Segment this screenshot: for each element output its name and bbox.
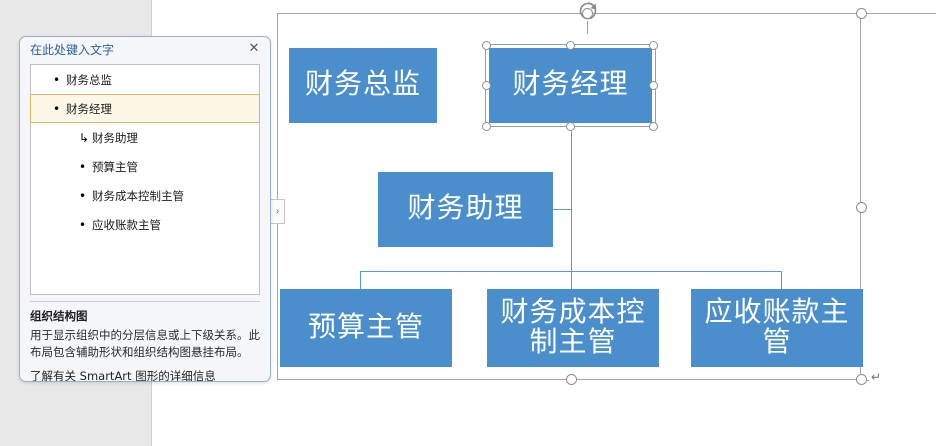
paragraph-mark: ↵ — [871, 370, 882, 384]
frame-handle-top-center[interactable] — [582, 8, 593, 19]
text-pane-description: 组织结构图 用于显示组织中的分层信息或上下级关系。此布局包含辅助形状和组织结构图… — [30, 301, 260, 381]
text-pane-title: 在此处键入文字 — [30, 43, 115, 57]
frame-handle-middle-right[interactable] — [856, 202, 867, 213]
text-pane-item-finance-assistant[interactable]: ↳ 财务助理 — [31, 123, 259, 152]
bullet-icon: • — [79, 188, 87, 203]
node-handle-top-right[interactable] — [649, 41, 658, 50]
hanging-bullet-icon: ↳ — [79, 130, 90, 145]
frame-handle-bottom-center[interactable] — [566, 374, 577, 385]
smartart-node-finance-director[interactable]: 财务总监 — [289, 48, 437, 123]
connector-manager-trunk — [571, 131, 572, 289]
text-pane-item-budget-supervisor[interactable]: • 预算主管 — [31, 152, 259, 181]
text-pane-item-receivable-supervisor[interactable]: • 应收账款主管 — [31, 210, 259, 239]
text-pane-item-label: 财务成本控制主管 — [92, 188, 184, 203]
text-pane-item-label: 预算主管 — [92, 159, 138, 174]
connector-drop-receivable — [781, 271, 782, 289]
smartart-help-link[interactable]: 了解有关 SmartArt 图形的详细信息 — [30, 369, 216, 382]
frame-extension-top — [861, 13, 936, 14]
smartart-text-pane[interactable]: 在此处键入文字 ✕ • 财务总监 • 财务经理 ↳ 财务助理 • 预算主管 • — [19, 36, 271, 382]
text-pane-item-cost-control-supervisor[interactable]: • 财务成本控制主管 — [31, 181, 259, 210]
close-icon[interactable]: ✕ — [248, 40, 260, 55]
node-handle-bottom-right[interactable] — [649, 122, 658, 131]
description-body: 用于显示组织中的分层信息或上下级关系。此布局包含辅助形状和组织结构图悬挂布局。 — [30, 328, 260, 359]
rotate-handle-stem — [587, 21, 588, 34]
smartart-node-finance-assistant[interactable]: 财务助理 — [378, 172, 553, 247]
node-handle-middle-left[interactable] — [482, 81, 491, 90]
connector-drop-budget — [360, 271, 361, 289]
frame-handle-top-right[interactable] — [856, 8, 867, 19]
bullet-icon: • — [79, 217, 87, 232]
connector-to-assistant — [553, 209, 572, 210]
text-pane-item-label: 财务总监 — [66, 72, 112, 87]
smartart-node-cost-control-supervisor[interactable]: 财务成本控制主管 — [487, 289, 659, 367]
text-pane-item-finance-director[interactable]: • 财务总监 — [31, 65, 259, 94]
bullet-icon: • — [53, 72, 61, 87]
text-pane-item-finance-manager[interactable]: • 财务经理 — [30, 94, 260, 123]
text-pane-expander-button[interactable]: › — [270, 199, 285, 224]
smartart-node-budget-supervisor[interactable]: 预算主管 — [280, 289, 452, 367]
description-title: 组织结构图 — [30, 309, 88, 323]
text-pane-item-label: 财务助理 — [92, 130, 138, 145]
smartart-node-finance-manager[interactable]: 财务经理 — [485, 44, 656, 127]
connector-bottom-bus — [360, 271, 781, 272]
text-pane-list[interactable]: • 财务总监 • 财务经理 ↳ 财务助理 • 预算主管 • 财务成本控制主管 •… — [30, 64, 260, 295]
smartart-node-receivable-supervisor[interactable]: 应收账款主管 — [691, 289, 863, 367]
text-pane-item-label: 应收账款主管 — [92, 217, 161, 232]
bullet-icon: • — [53, 101, 61, 116]
node-handle-bottom-center[interactable] — [566, 122, 575, 131]
node-handle-top-left[interactable] — [482, 41, 491, 50]
text-pane-header: 在此处键入文字 ✕ — [20, 37, 270, 61]
frame-handle-bottom-right[interactable] — [856, 374, 867, 385]
node-handle-top-center[interactable] — [566, 41, 575, 50]
text-pane-item-label: 财务经理 — [66, 101, 112, 116]
bullet-icon: • — [79, 159, 87, 174]
node-handle-middle-right[interactable] — [649, 81, 658, 90]
node-handle-bottom-left[interactable] — [482, 122, 491, 131]
